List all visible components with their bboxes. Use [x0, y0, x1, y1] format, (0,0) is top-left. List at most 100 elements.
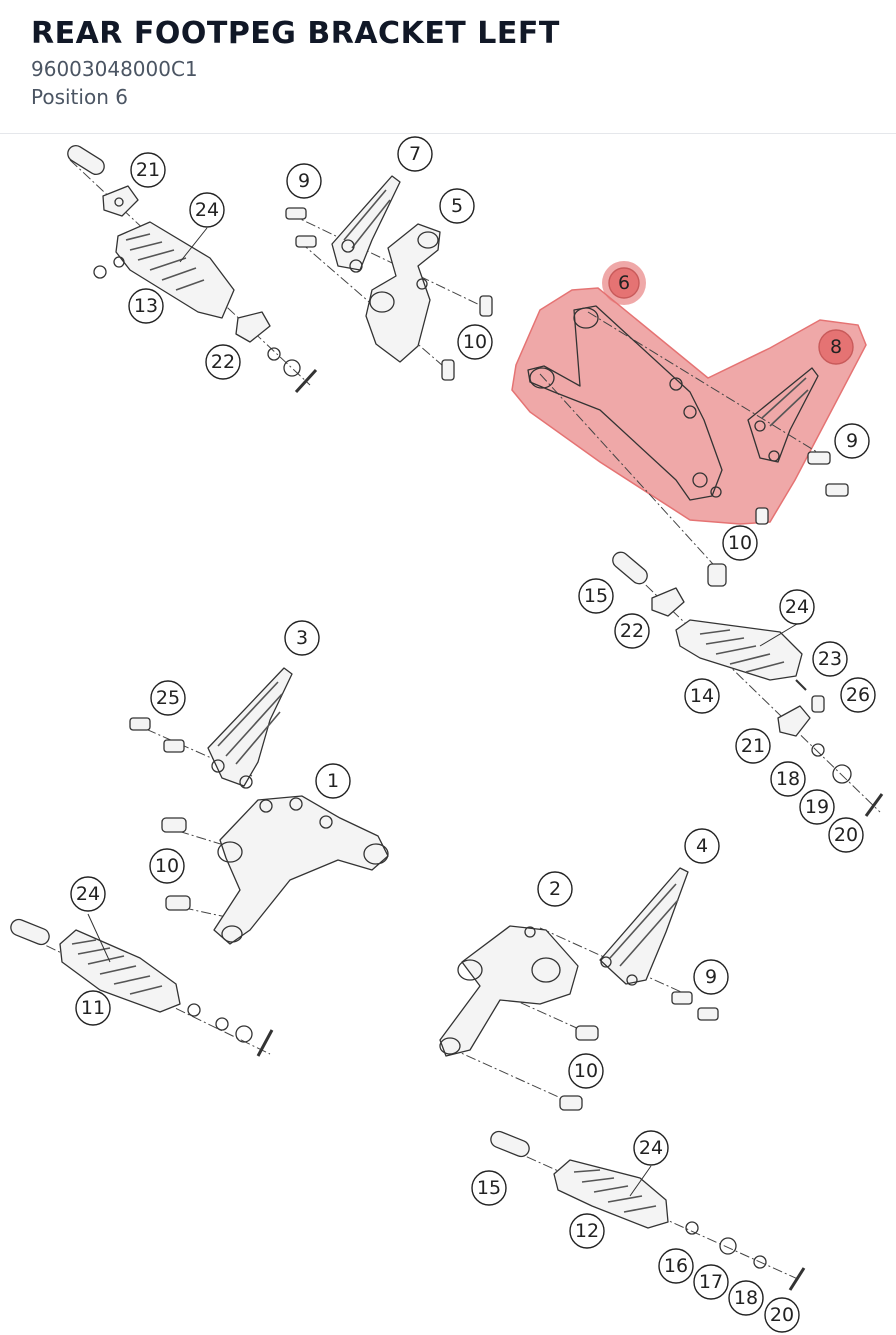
callout-7[interactable]: 7	[397, 136, 433, 172]
callout-label: 26	[846, 684, 870, 706]
callout-24[interactable]: 24	[70, 876, 106, 912]
callout-10[interactable]: 10	[457, 324, 493, 360]
bolt-9[interactable]	[285, 207, 307, 220]
exploded-parts-diagram: 21 24 13 22 9 7 5 10 6 8 9 10 15 22 24 2…	[8, 136, 884, 1333]
callout-3[interactable]: 3	[284, 620, 320, 656]
pin-15[interactable]	[610, 549, 651, 587]
bracket-6-body[interactable]	[527, 305, 723, 501]
bolt-10[interactable]	[575, 1025, 599, 1041]
callout-label: 9	[705, 966, 717, 988]
bolt-10[interactable]	[755, 507, 769, 525]
callout-18[interactable]: 18	[728, 1280, 764, 1316]
callout-22[interactable]: 22	[205, 344, 241, 380]
bolt-25[interactable]	[129, 717, 151, 731]
callout-19[interactable]: 19	[799, 789, 835, 825]
callout-20[interactable]: 20	[828, 817, 864, 853]
callout-12[interactable]: 12	[569, 1213, 605, 1249]
bolt-9b[interactable]	[295, 235, 317, 248]
leader-lines	[87, 227, 798, 1197]
bolt-10b[interactable]	[707, 563, 727, 587]
callout-label: 10	[728, 532, 752, 554]
plate-22[interactable]	[235, 311, 271, 343]
callout-label: 24	[76, 883, 100, 905]
callout-5[interactable]: 5	[439, 188, 475, 224]
callout-label: 10	[463, 331, 487, 353]
callout-1[interactable]: 1	[315, 763, 351, 799]
callout-label: 13	[134, 295, 158, 317]
bolt-10b[interactable]	[559, 1095, 583, 1111]
pin-15[interactable]	[488, 1129, 531, 1159]
plate-21[interactable]	[102, 185, 139, 217]
callout-9[interactable]: 9	[834, 423, 870, 459]
heel-guard-4[interactable]	[599, 867, 689, 985]
callout-2[interactable]: 2	[537, 871, 573, 907]
callout-9[interactable]: 9	[693, 959, 729, 995]
callout-15[interactable]: 15	[471, 1170, 507, 1206]
bolt-10b[interactable]	[165, 895, 191, 911]
bolt-9b[interactable]	[825, 483, 849, 497]
callout-10[interactable]: 10	[149, 848, 185, 884]
bolt-25b[interactable]	[163, 739, 185, 753]
callout-11[interactable]: 11	[75, 990, 111, 1026]
pin-21[interactable]	[65, 143, 107, 178]
bracket-2[interactable]	[439, 925, 579, 1057]
callout-13[interactable]: 13	[128, 288, 164, 324]
callout-15[interactable]: 15	[578, 578, 614, 614]
bolt-9[interactable]	[671, 991, 693, 1005]
footpeg-11[interactable]	[59, 929, 181, 1013]
callout-23[interactable]: 23	[812, 641, 848, 677]
callout-14[interactable]: 14	[684, 678, 720, 714]
footpeg-assembly-12	[488, 1129, 806, 1291]
callout-label: 14	[690, 685, 714, 707]
callout-10[interactable]: 10	[568, 1053, 604, 1089]
bolt-26[interactable]	[811, 695, 825, 713]
axis-line	[289, 213, 487, 309]
callout-25[interactable]: 25	[150, 680, 186, 716]
callout-label: 3	[296, 627, 308, 649]
heel-guard-3[interactable]	[207, 667, 293, 787]
bolt-10[interactable]	[479, 295, 493, 317]
pin-11[interactable]	[8, 917, 51, 947]
plate-21[interactable]	[777, 705, 811, 737]
bolt-9b[interactable]	[697, 1007, 719, 1021]
callout-26[interactable]: 26	[840, 677, 876, 713]
callout-20[interactable]: 20	[764, 1297, 800, 1333]
bolt-10[interactable]	[161, 817, 187, 833]
callout-4[interactable]: 4	[684, 828, 720, 864]
callout-label: 20	[834, 824, 858, 846]
callout-label: 11	[81, 997, 105, 1019]
callout-6[interactable]: 6	[608, 267, 640, 299]
callout-24[interactable]: 24	[633, 1130, 669, 1166]
bracket-5[interactable]	[365, 223, 441, 363]
callout-24[interactable]: 24	[189, 192, 225, 228]
header: REAR FOOTPEG BRACKET LEFT 96003048000C1 …	[0, 0, 896, 134]
callout-16[interactable]: 16	[658, 1248, 694, 1284]
callout-21[interactable]: 21	[735, 728, 771, 764]
axis-line	[587, 311, 831, 461]
callout-9[interactable]: 9	[286, 163, 322, 199]
callout-label: 18	[776, 768, 800, 790]
callout-label: 19	[805, 796, 829, 818]
bolt-9[interactable]	[807, 451, 831, 465]
callout-label: 7	[409, 143, 421, 165]
callout-10[interactable]: 10	[722, 525, 758, 561]
callout-17[interactable]: 17	[693, 1264, 729, 1300]
callout-22[interactable]: 22	[614, 613, 650, 649]
heel-guard-8[interactable]	[747, 367, 819, 463]
heel-guard-7[interactable]	[331, 175, 401, 271]
bracket-1[interactable]	[213, 795, 389, 945]
bolt-10b[interactable]	[441, 359, 455, 381]
plate-22[interactable]	[651, 587, 685, 617]
callout-label: 17	[699, 1271, 723, 1293]
callout-label: 15	[477, 1177, 501, 1199]
callout-24[interactable]: 24	[779, 589, 815, 625]
rear-footpeg-bracket-left-6[interactable]	[527, 305, 849, 587]
footpeg-assembly-13	[65, 143, 318, 394]
callout-8[interactable]: 8	[818, 329, 854, 365]
callout-label: 24	[785, 596, 809, 618]
footpeg-12[interactable]	[553, 1159, 669, 1229]
callout-21[interactable]: 21	[130, 152, 166, 188]
callout-18[interactable]: 18	[770, 761, 806, 797]
callout-label: 1	[327, 770, 339, 792]
